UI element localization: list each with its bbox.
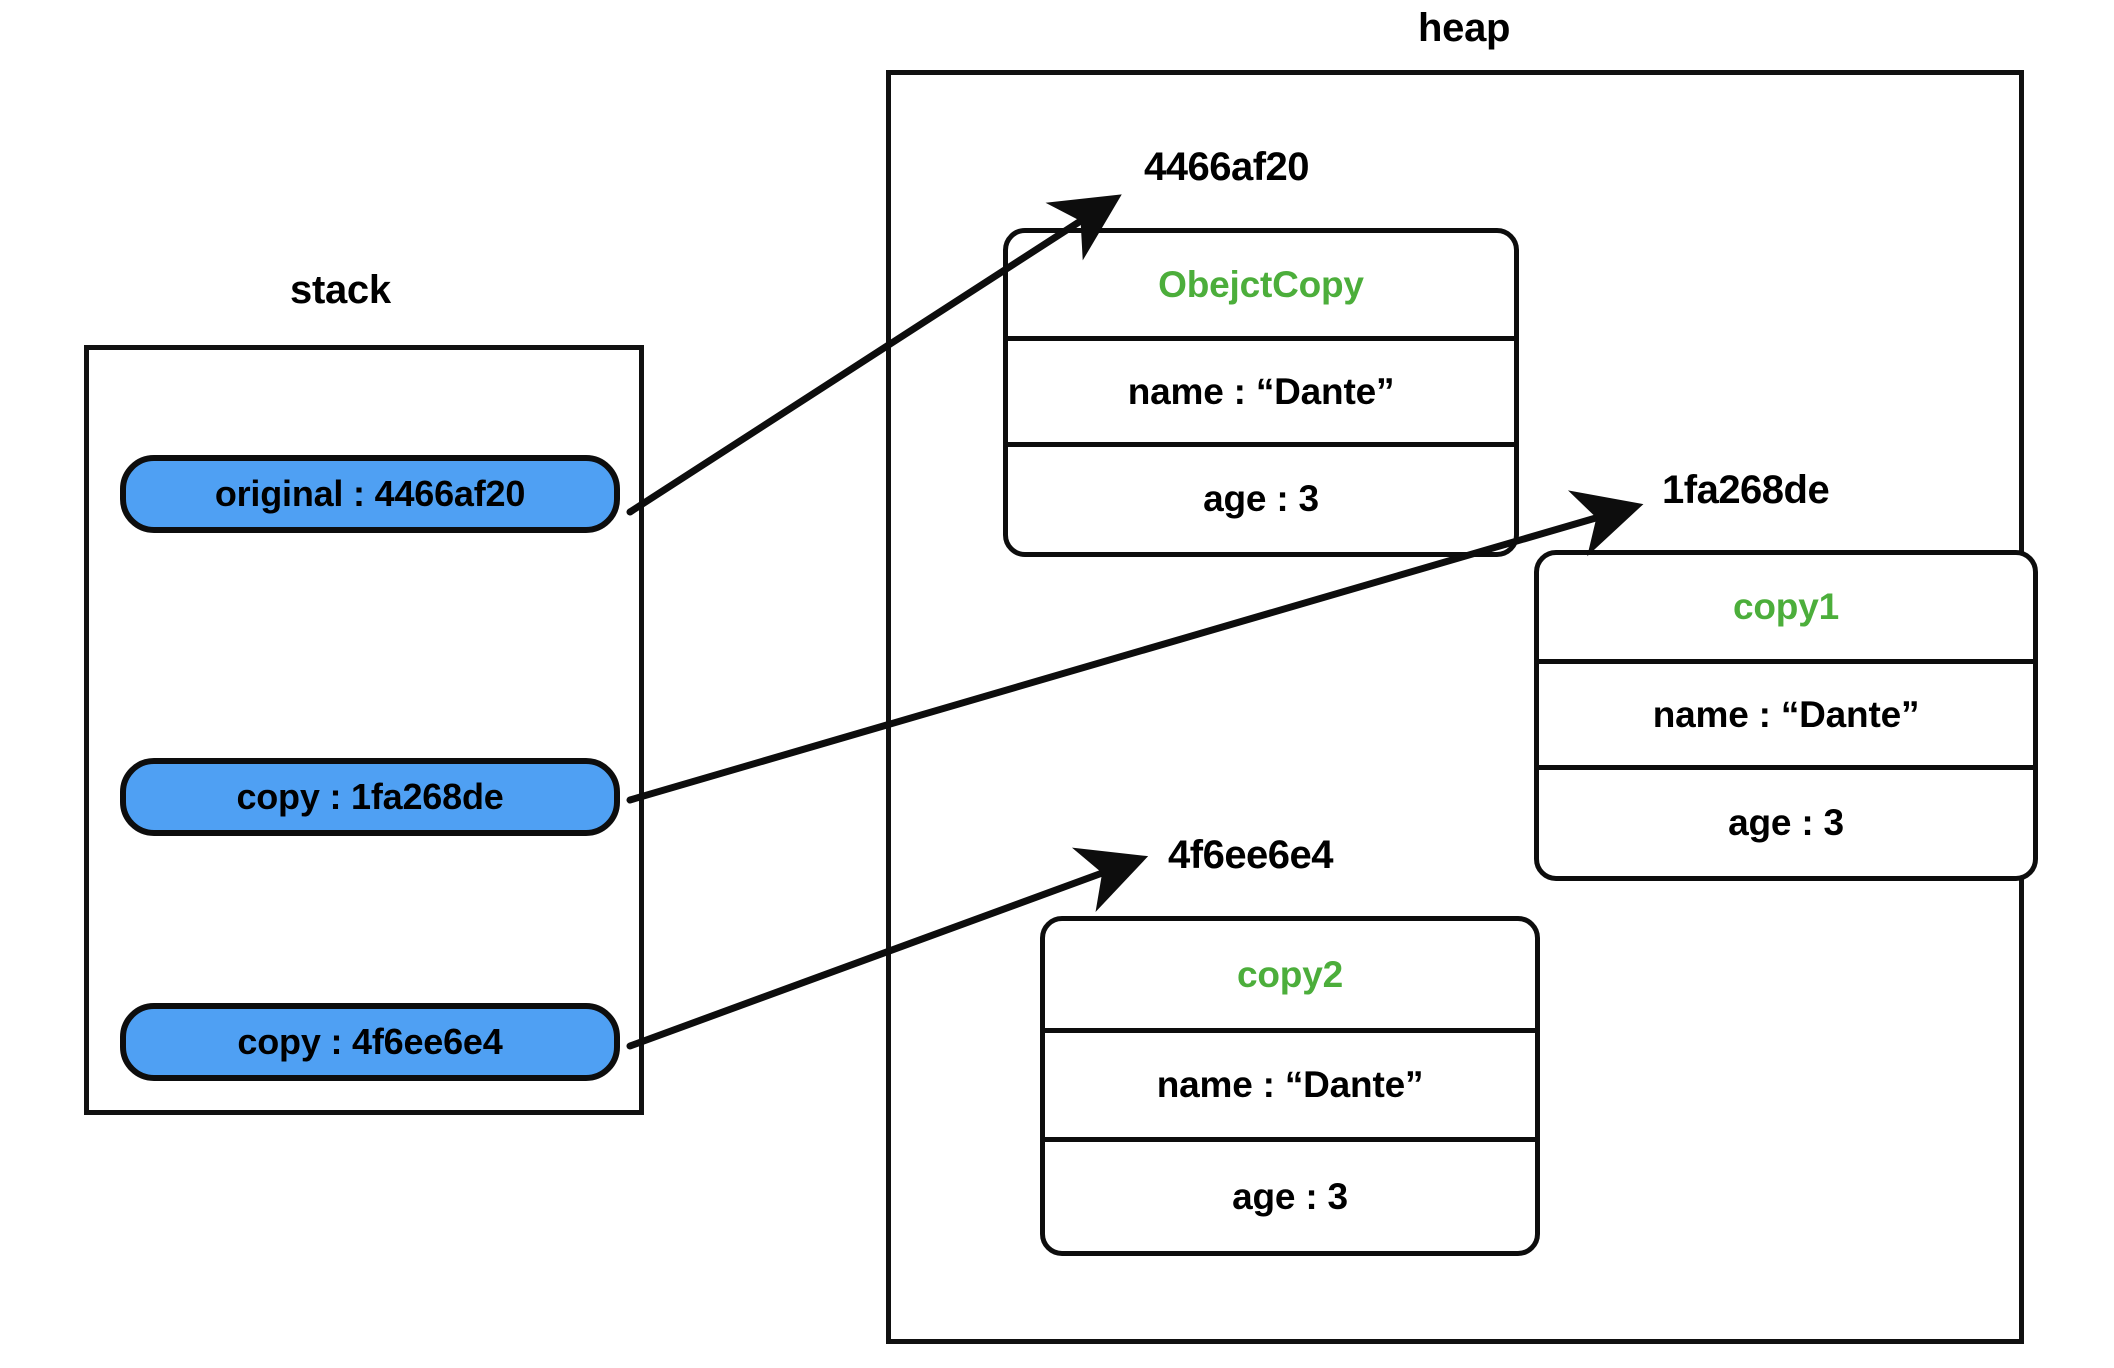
heap-object-card-2[interactable]: copy2 name : “Dante” age : 3 (1040, 916, 1540, 1256)
stack-variable-copy2[interactable]: copy : 4f6ee6e4 (120, 1003, 620, 1081)
heap-object-field-name: name : “Dante” (1008, 341, 1514, 447)
heap-object-class-name: copy2 (1045, 921, 1535, 1034)
heap-address-label-0: 4466af20 (1144, 145, 1310, 189)
heap-object-class-name: ObejctCopy (1008, 233, 1514, 342)
stack-variable-label: original : 4466af20 (214, 473, 526, 514)
heap-object-card-0[interactable]: ObejctCopy name : “Dante” age : 3 (1003, 228, 1519, 557)
heap-object-field-name: name : “Dante” (1539, 664, 2033, 771)
heap-address-label-1: 1fa268de (1662, 468, 1830, 512)
heap-object-field-age: age : 3 (1232, 1175, 1348, 1217)
heap-region-title: heap (1418, 6, 1511, 50)
stack-variable-label: copy : 4f6ee6e4 (237, 1021, 503, 1062)
stack-variable-label: copy : 1fa268de (236, 776, 504, 817)
stack-region-title: stack (290, 268, 391, 312)
heap-object-field-age: age : 3 (1203, 478, 1319, 520)
heap-object-card-1[interactable]: copy1 name : “Dante” age : 3 (1534, 550, 2038, 881)
stack-variable-original[interactable]: original : 4466af20 (120, 455, 620, 533)
heap-address-label-2: 4f6ee6e4 (1168, 833, 1334, 877)
heap-object-field-age: age : 3 (1728, 802, 1844, 843)
heap-object-class-name: copy1 (1539, 555, 2033, 665)
stack-variable-copy1[interactable]: copy : 1fa268de (120, 758, 620, 836)
heap-object-field-name: name : “Dante” (1045, 1033, 1535, 1143)
